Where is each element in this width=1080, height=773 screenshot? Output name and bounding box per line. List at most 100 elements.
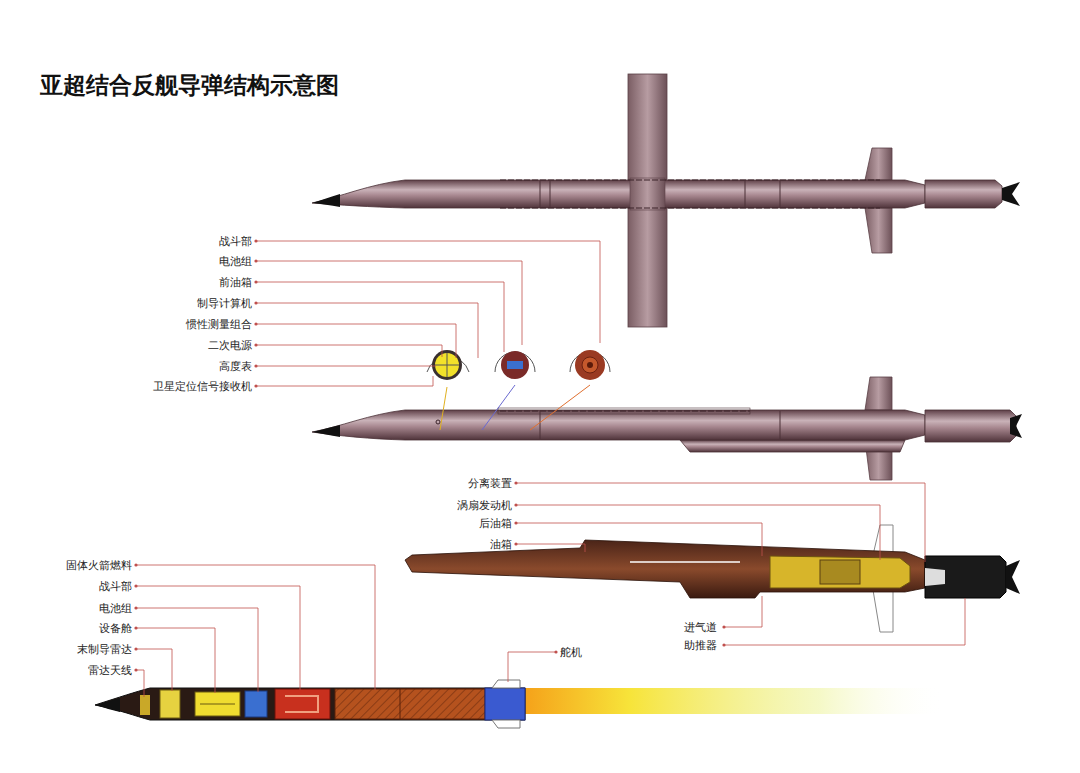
missile-top-view xyxy=(312,180,925,208)
leader-dot xyxy=(254,343,257,346)
cross-section xyxy=(507,361,523,369)
missile-cutaway-supersonic xyxy=(245,691,267,717)
cutaway-cruise-stage xyxy=(873,525,893,555)
missile-cutaway-supersonic xyxy=(275,689,330,719)
part-label: 舵机 xyxy=(560,646,582,659)
part-label: 二次电源 xyxy=(208,339,252,352)
leader-line xyxy=(136,670,144,697)
missile-cutaway-supersonic xyxy=(492,720,520,728)
missile-top-view xyxy=(500,180,880,181)
cutaway-cruise-stage xyxy=(925,556,1006,598)
leader-line xyxy=(256,324,456,358)
leader-line xyxy=(256,366,436,367)
part-label: 雷达天线 xyxy=(88,664,132,677)
cross-section xyxy=(435,353,459,377)
leader-dot xyxy=(514,521,517,524)
part-label: 设备舱 xyxy=(99,622,132,635)
missile-cutaway-supersonic xyxy=(525,688,945,714)
cross-section xyxy=(575,350,605,380)
cross-section xyxy=(582,357,598,373)
leader-dot xyxy=(134,668,137,671)
part-label: 战斗部 xyxy=(219,235,252,248)
leader-line xyxy=(136,628,215,693)
leader-line xyxy=(508,652,556,682)
leader-dot xyxy=(254,280,257,283)
missile-cutaway-supersonic xyxy=(95,698,120,712)
leader-line xyxy=(724,598,965,645)
cross-section xyxy=(530,385,590,430)
cross-section xyxy=(587,362,593,368)
part-label: 油箱 xyxy=(490,538,512,551)
missile-cutaway-supersonic xyxy=(400,689,485,719)
leader-dot xyxy=(254,384,257,387)
leader-dot xyxy=(134,626,137,629)
leader-dot xyxy=(514,542,517,545)
part-label: 进气道 xyxy=(684,621,717,634)
part-label: 固体火箭燃料 xyxy=(66,559,132,572)
leader-dot xyxy=(254,301,257,304)
leader-dot xyxy=(254,364,257,367)
missile-cutaway-supersonic xyxy=(195,692,240,716)
missile-side-view xyxy=(498,408,750,414)
leader-dot xyxy=(134,584,137,587)
diagram-title: 亚超结合反舰导弹结构示意图 xyxy=(40,70,339,101)
missile-top-view xyxy=(312,194,340,207)
missile-cutaway-supersonic xyxy=(492,680,520,688)
missile-top-view xyxy=(500,208,880,209)
leader-dot xyxy=(722,643,725,646)
leader-dot xyxy=(722,625,725,628)
cutaway-cruise-stage xyxy=(405,540,925,598)
leader-line xyxy=(256,282,504,352)
cutaway-cruise-stage xyxy=(770,556,910,588)
missile-top-view xyxy=(780,181,781,207)
missile-side-view xyxy=(500,411,750,412)
leader-line xyxy=(516,544,585,552)
part-label: 助推器 xyxy=(684,639,717,652)
missile-side-view xyxy=(436,420,440,424)
leader-line xyxy=(724,596,762,627)
leader-line xyxy=(136,608,258,692)
cutaway-cruise-stage xyxy=(925,568,945,586)
missile-top-view xyxy=(745,181,746,207)
missile-top-view xyxy=(630,178,665,210)
leader-dot xyxy=(134,647,137,650)
leader-line xyxy=(256,376,433,386)
part-label: 高度表 xyxy=(219,360,252,373)
leader-dot xyxy=(254,239,257,242)
cross-section xyxy=(432,350,462,380)
missile-top-view xyxy=(1002,182,1020,206)
part-label: 涡扇发动机 xyxy=(457,499,512,512)
missile-side-view xyxy=(312,410,925,440)
missile-side-view xyxy=(925,410,1016,442)
missile-side-view xyxy=(780,411,781,439)
part-label: 前油箱 xyxy=(219,276,252,289)
missile-cutaway-supersonic xyxy=(95,680,945,728)
cutaway-cruise-stage xyxy=(630,561,740,563)
missile-top-view xyxy=(865,208,892,253)
missile-top-view xyxy=(925,180,1002,208)
leader-line xyxy=(256,345,442,357)
missile-cutaway-supersonic xyxy=(95,688,525,720)
leader-dot xyxy=(134,606,137,609)
leader-dot xyxy=(554,650,557,653)
leader-line xyxy=(136,241,965,697)
part-label: 战斗部 xyxy=(99,580,132,593)
leader-dot xyxy=(134,563,137,566)
missile-cutaway-supersonic xyxy=(485,688,525,720)
missile-cutaway-supersonic xyxy=(335,689,485,719)
cutaway-cruise-stage xyxy=(820,560,860,584)
missile-cutaway-supersonic xyxy=(160,690,180,718)
cutaway-cruise-stage xyxy=(873,590,893,632)
missile-side-view xyxy=(312,425,340,437)
part-label: 末制导雷达 xyxy=(77,643,132,656)
missile-side-view xyxy=(540,411,541,439)
leader-line xyxy=(256,303,478,358)
missile-side-view xyxy=(680,440,905,452)
leader-dot xyxy=(514,481,517,484)
part-label: 电池组 xyxy=(219,255,252,268)
missile-side-view xyxy=(312,377,1022,480)
leader-line xyxy=(516,505,880,560)
leader-line xyxy=(256,241,600,343)
missile-cutaway-supersonic xyxy=(285,696,318,712)
missile-top-view xyxy=(628,74,667,327)
